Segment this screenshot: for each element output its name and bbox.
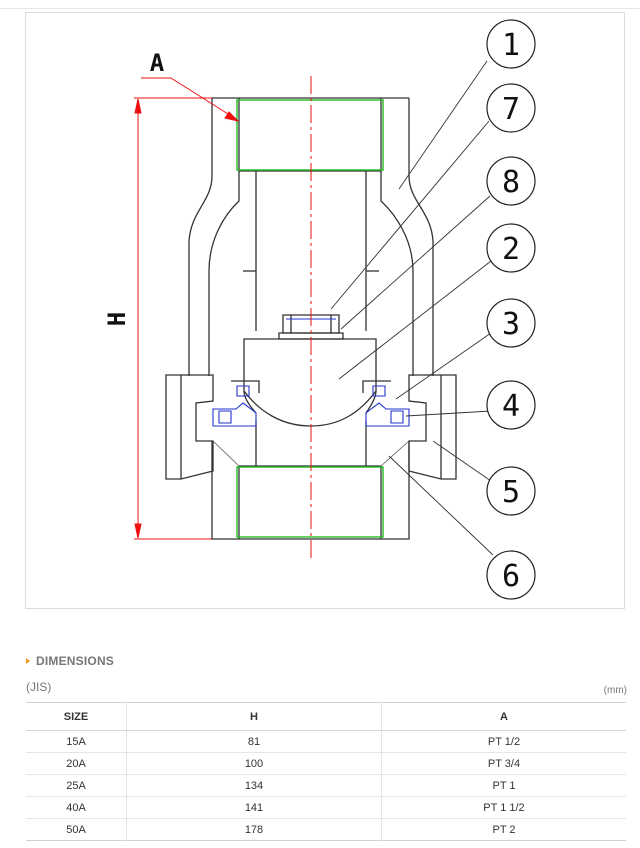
- callout-6: 6: [502, 559, 520, 594]
- valve-cross-section-diagram: A H 1 7 8 2 3: [25, 12, 625, 609]
- dimension-h-line: [134, 97, 212, 540]
- callout-2: 2: [502, 232, 520, 267]
- cell-size: 40A: [26, 796, 127, 819]
- table-row: 40A 141 PT 1 1/2: [26, 796, 626, 819]
- cell-h: 81: [126, 730, 382, 753]
- cell-h: 134: [126, 774, 382, 797]
- dimension-a-label: A: [150, 49, 165, 77]
- callout-leaders: [330, 60, 494, 556]
- header-size: SIZE: [26, 702, 127, 731]
- callout-8: 8: [502, 165, 520, 200]
- table-row: 50A 178 PT 2: [26, 818, 626, 841]
- cell-a: PT 1/2: [381, 730, 626, 753]
- header-h: H: [126, 702, 382, 731]
- table-row: 15A 81 PT 1/2: [26, 730, 626, 753]
- callout-circles: [486, 19, 536, 600]
- callout-7: 7: [502, 92, 520, 127]
- table-row: 25A 134 PT 1: [26, 774, 626, 797]
- cell-h: 178: [126, 818, 382, 841]
- section-title: DIMENSIONS: [26, 654, 114, 668]
- thread-marks: [236, 99, 384, 538]
- cell-a: PT 1 1/2: [381, 796, 626, 819]
- section-title-text: DIMENSIONS: [36, 654, 115, 668]
- cell-size: 50A: [66, 823, 86, 836]
- callout-1: 1: [502, 28, 520, 63]
- top-divider: [0, 8, 640, 9]
- header-a: A: [381, 702, 626, 731]
- cell-size: 20A: [26, 752, 127, 775]
- table-row: 20A 100 PT 3/4: [26, 752, 626, 775]
- callout-4: 4: [502, 389, 520, 424]
- callout-5: 5: [502, 475, 520, 510]
- callout-3: 3: [502, 307, 520, 342]
- cell-h: 141: [126, 796, 382, 819]
- unit-label: (mm): [603, 685, 627, 696]
- standard-label: (JIS): [26, 680, 52, 694]
- cell-h: 100: [126, 752, 382, 775]
- dimensions-table: SIZE H A 15A 81 PT 1/2 20A 100 PT 3/4 25…: [26, 702, 626, 841]
- cell-a: PT 3/4: [381, 752, 626, 775]
- cell-size: 25A: [26, 774, 127, 797]
- cell-size: 15A: [26, 730, 127, 753]
- bullet-arrow-icon: [26, 658, 30, 664]
- dimension-h-label: H: [103, 312, 131, 326]
- cell-a: PT 2: [381, 818, 626, 841]
- valve-body: [165, 97, 457, 540]
- table-header-row: SIZE H A: [26, 702, 626, 731]
- cell-a: PT 1: [381, 774, 626, 797]
- dimension-a-leader: [141, 77, 240, 122]
